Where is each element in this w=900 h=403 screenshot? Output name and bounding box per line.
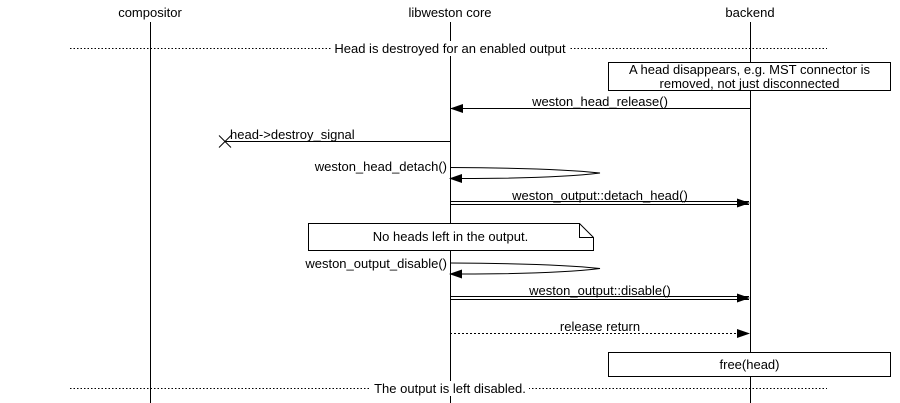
self-loop-head-detach [449, 167, 601, 183]
arrow-destroy-signal [218, 135, 450, 148]
arrow-head-release [450, 104, 750, 113]
action-box-free-head: free(head) [608, 352, 891, 377]
participant-label-backend: backend [725, 5, 775, 20]
note-head-disappears: A head disappears, e.g. MST connector is… [608, 62, 891, 91]
divider-top-text: Head is destroyed for an enabled output [331, 41, 569, 56]
message-label-head-release: weston_head_release() [532, 94, 668, 109]
self-loop-output-disable [449, 262, 601, 279]
message-label-output-disable: weston_output::disable() [529, 283, 671, 298]
message-label-detach-head: weston_output::detach_head() [512, 188, 688, 203]
message-label-destroy-signal: head->destroy_signal [230, 127, 355, 142]
arrow-output-disable [450, 293, 750, 303]
participant-label-libweston-core: libweston core [408, 5, 492, 20]
arrow-release-return [450, 329, 750, 338]
note-no-heads-shape [308, 223, 594, 251]
divider-bottom: The output is left disabled. [0, 381, 900, 396]
arrow-detach-head [450, 198, 750, 208]
message-label-head-detach: weston_head_detach() [314, 159, 447, 174]
lost-message-x-icon [218, 135, 232, 148]
participant-label-compositor: compositor [118, 5, 182, 20]
divider-bottom-text: The output is left disabled. [371, 381, 529, 396]
note-no-heads-label: No heads left in the output. [372, 229, 529, 244]
divider-top: Head is destroyed for an enabled output [0, 41, 900, 56]
message-label-release-return: release return [559, 319, 641, 334]
message-label-output-disable-fn: weston_output_disable() [305, 256, 447, 271]
